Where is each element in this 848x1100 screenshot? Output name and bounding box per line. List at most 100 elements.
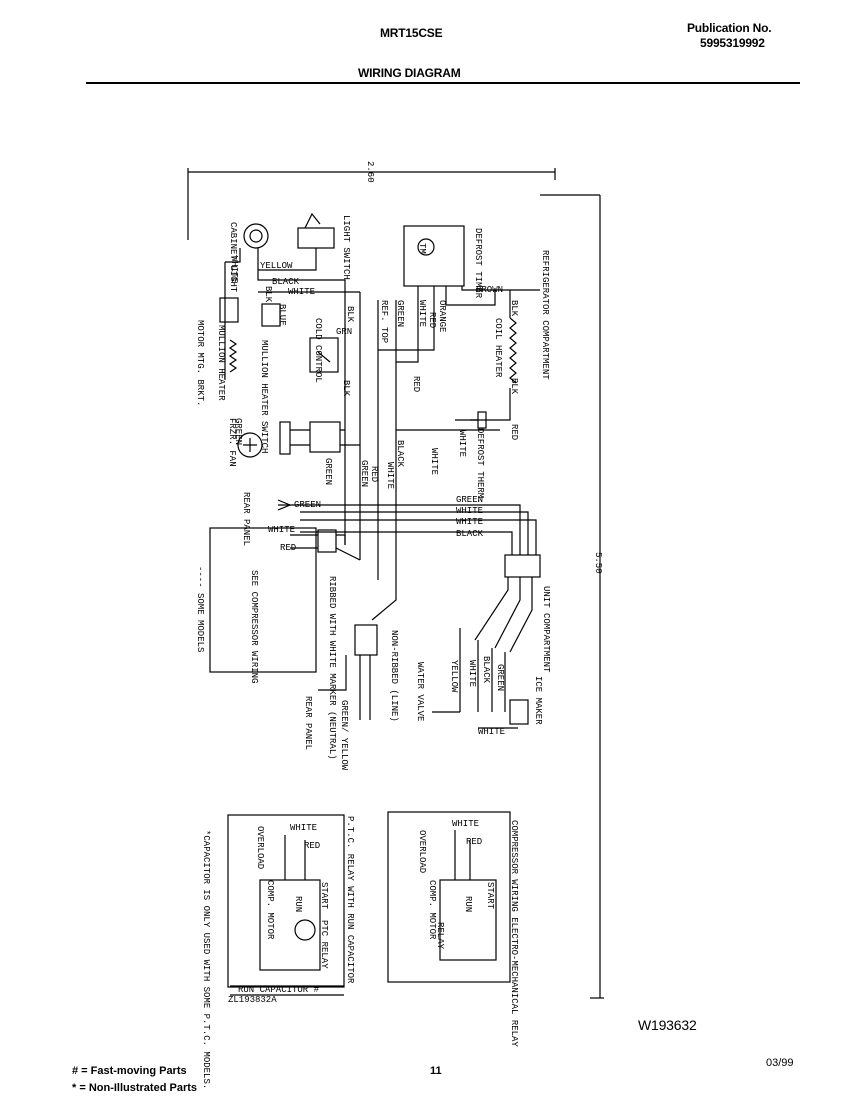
wire-yellow-unit: YELLOW	[449, 660, 459, 693]
cold-control-body	[309, 337, 339, 373]
wire-white-icemaker: WHITE	[478, 727, 505, 737]
model-number: MRT15CSE	[380, 26, 443, 40]
label-cold-control: COLD CONTROL	[313, 318, 323, 383]
wire-white-therm-a: WHITE	[429, 448, 439, 475]
em-start: START	[485, 882, 495, 910]
mullion-heater-coil	[228, 339, 238, 373]
wire-grn-control: GRN	[336, 327, 352, 337]
label-mullion-heater: MULLION HEATER	[216, 325, 226, 401]
label-defrost-timer: DEFROST TIMER	[473, 228, 483, 299]
header-rule	[86, 82, 800, 84]
label-rear-panel-top: REAR PANEL	[241, 492, 251, 546]
wire-white-top: WHITE	[288, 287, 315, 297]
wire-green-main-2: GREEN	[359, 460, 369, 487]
label-motor-mtg-brkt: MOTOR MTG. BRKT.	[195, 320, 205, 406]
wire-red-timer: RED	[427, 312, 437, 328]
wire-red-mid: RED	[411, 376, 421, 392]
defrost-timer-body	[403, 225, 465, 287]
wire-yellow: YELLOW	[260, 261, 293, 271]
label-light-switch: LIGHT SWITCH	[341, 215, 351, 280]
em-relay: RELAY	[435, 922, 445, 950]
height-dimension: 5.50	[593, 552, 603, 574]
light-switch-body	[297, 227, 335, 249]
legend-non-illustrated: * = Non-Illustrated Parts	[72, 1082, 198, 1094]
ptc-relay-label: PTC RELAY	[319, 920, 329, 969]
em-red: RED	[466, 837, 482, 847]
light-plug	[219, 297, 239, 323]
wire-blue: BLUE	[277, 304, 287, 326]
label-mullion-heater-switch: MULLION HEATER SWITCH	[259, 340, 269, 453]
ptc-run-capacitor: RUN CAPACITOR #	[238, 985, 320, 995]
ptc-start: START	[319, 882, 329, 910]
section-title: WIRING DIAGRAM	[358, 66, 461, 80]
frzr-fan-motor	[237, 432, 263, 458]
wire-white-timer: WHITE	[417, 300, 427, 327]
label-ribbed-neutral: RIBBED WITH WHITE MARKER (NEUTRAL)	[327, 576, 337, 760]
label-ref-compartment: REFRIGERATOR COMPARTMENT	[540, 250, 550, 380]
ptc-white: WHITE	[290, 823, 317, 833]
label-non-ribbed-line: NON-RIBBED (LINE)	[389, 630, 399, 722]
compressor-wiring-box	[209, 527, 317, 673]
em-relay-box	[387, 811, 511, 983]
legend-fast-moving: # = Fast-moving Parts	[72, 1065, 187, 1077]
mullion-heater-switch-body	[261, 303, 281, 327]
ptc-red: RED	[304, 841, 320, 851]
label-ice-maker: ICE MAKER	[533, 676, 543, 725]
ptc-note: *CAPACITOR IS ONLY USED WITH SOME P.T.C.…	[201, 830, 211, 1089]
label-frzr-fan: FRZR. FAN	[227, 418, 237, 467]
diagram-id: W193632	[638, 1017, 697, 1033]
wire-blk-ref: BLK	[345, 306, 355, 323]
wire-blk-light: BLK	[263, 286, 273, 303]
wire-green-bus: GREEN	[456, 495, 483, 505]
wire-green-timer: GREEN	[395, 300, 405, 327]
label-water-valve: WATER VALVE	[415, 662, 425, 721]
em-title: COMPRESSOR WIRING ELECTRO-MECHANICAL REL…	[509, 820, 519, 1047]
wire-white-therm-b: WHITE	[457, 430, 467, 457]
publication-number: 5995319992	[700, 36, 765, 50]
label-some-models: ---- SOME MODELS	[195, 566, 205, 652]
wire-orange: ORANGE	[437, 300, 447, 332]
publication-date: 03/99	[766, 1057, 794, 1069]
unit-compartment-plug	[504, 554, 541, 578]
wire-black-top: BLACK	[272, 277, 300, 287]
wire-white-bus-2: WHITE	[456, 517, 483, 527]
wire-blk-coil-top: BLK	[509, 300, 519, 317]
wire-white-bus-1: WHITE	[456, 506, 483, 516]
label-coil-heater: COIL HEATER	[493, 318, 503, 378]
wire-black-bus: BLACK	[456, 529, 484, 539]
page-number: 11	[430, 1065, 442, 1077]
ptc-comp-motor: COMP. MOTOR	[265, 880, 275, 940]
publication-label: Publication No.	[687, 21, 772, 35]
ptc-ref: ZL193832A	[228, 995, 277, 1005]
ptc-overload: OVERLOAD	[255, 826, 265, 869]
wire-red-comp: RED	[280, 543, 296, 553]
wire-blk-coil-bottom: BLK	[509, 378, 519, 395]
em-comp-motor: COMP. MOTOR	[427, 880, 437, 940]
wire-red-coil: RED	[509, 424, 519, 440]
wire-blk-control: BLK	[341, 380, 351, 397]
wire-black-unit: BLACK	[481, 656, 491, 684]
label-see-compressor: SEE COMPRESSOR WIRING	[249, 570, 259, 683]
fan-connector	[279, 421, 291, 455]
cabinet-light-bulb	[243, 223, 269, 249]
label-timer-motor: TM	[417, 243, 427, 254]
defrost-therm-body	[477, 411, 487, 429]
label-green-yellow: GREEN/ YELLOW	[339, 700, 349, 771]
label-defrost-therm: DEFROST THERM.	[475, 428, 485, 504]
compressor-plug	[317, 529, 337, 553]
wire-green-main: GREEN	[323, 458, 333, 485]
wire-white-main: WHITE	[385, 462, 395, 489]
em-white: WHITE	[452, 819, 479, 829]
wire-white-light: WHITE	[229, 256, 239, 283]
main-connector	[309, 421, 341, 453]
ice-maker-plug	[509, 699, 529, 725]
ptc-relay-box	[227, 814, 345, 988]
wire-green-unit: GREEN	[495, 664, 505, 691]
em-run: RUN	[463, 896, 473, 912]
wire-white-unit: WHITE	[467, 660, 477, 687]
coil-heater-coil	[509, 317, 517, 384]
ptc-run: RUN	[293, 896, 303, 912]
label-rear-panel-bottom: REAR PANEL	[303, 696, 313, 750]
em-overload: OVERLOAD	[417, 830, 427, 873]
wire-brown: BROWN	[476, 285, 503, 295]
